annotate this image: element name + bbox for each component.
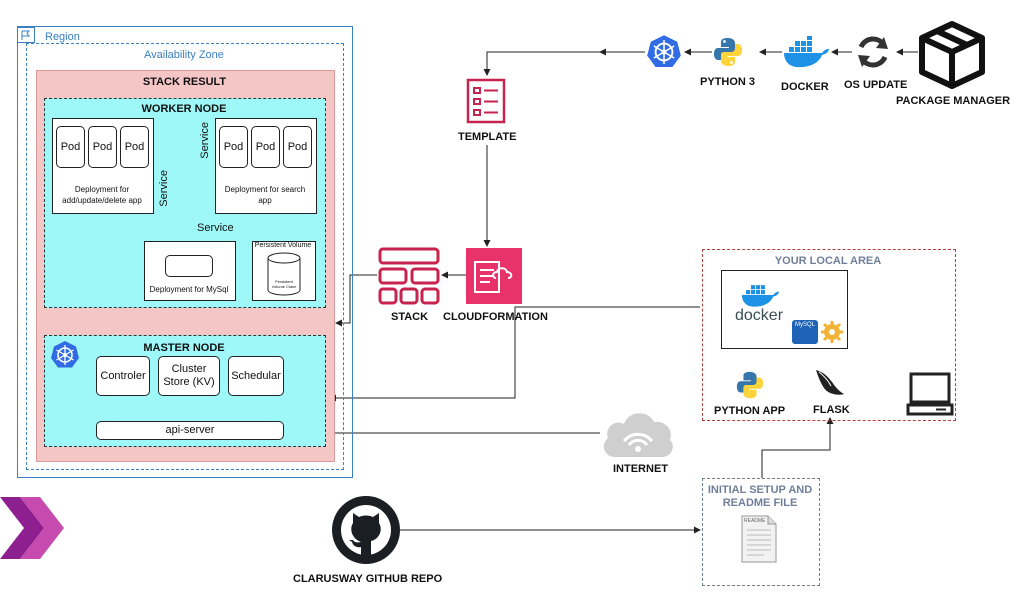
pod: Pod	[120, 126, 149, 168]
stack-icon	[378, 247, 440, 305]
os-update-label: OS UPDATE	[844, 79, 908, 91]
template-label: TEMPLATE	[458, 131, 517, 143]
mysql-text: MySQL	[794, 322, 815, 328]
initial-setup-box	[702, 478, 820, 586]
docker-wordmark: docker	[735, 307, 784, 324]
initial-setup-title-text: INITIAL SETUP AND README FILE	[707, 484, 813, 509]
service-label-bottom: Service	[197, 222, 234, 234]
region-label: Region	[45, 31, 80, 43]
availability-zone-label: Availability Zone	[144, 49, 224, 61]
kubernetes-icon	[51, 341, 79, 368]
cloudformation-icon	[466, 248, 522, 304]
github-icon	[332, 496, 400, 564]
persistent-volume-label: Persistent Volume	[254, 242, 312, 249]
api-server-box: api-server	[96, 421, 284, 440]
document-icon	[741, 515, 777, 563]
deployment-add-label: Deployment for add/update/delete app	[62, 185, 142, 205]
region-flag-icon	[17, 27, 35, 43]
brand-chevron-logo	[0, 497, 64, 559]
stack-result-title: STACK RESULT	[142, 76, 227, 88]
template-icon	[466, 78, 506, 124]
deployment-mysql-label: Deployment for MySql	[149, 285, 229, 294]
pod: Pod	[251, 126, 280, 168]
os-update-icon	[858, 36, 888, 68]
master-node-title: MASTER NODE	[143, 342, 225, 354]
internet-label: INTERNET	[613, 463, 668, 475]
worker-node-title: WORKER NODE	[141, 103, 227, 115]
initial-setup-title: INITIAL SETUP AND README FILE	[702, 484, 818, 510]
local-area-box	[702, 249, 956, 421]
local-docker-box	[721, 270, 848, 349]
readme-text: README	[744, 518, 766, 524]
cluster-store-box: Cluster Store (KV)	[158, 356, 220, 396]
docker-whale-icon	[741, 285, 779, 307]
deployment-search-label: Deployment for search app	[224, 185, 306, 205]
flask-icon	[816, 370, 844, 395]
region-boundary	[17, 26, 353, 478]
pv-claim-label: Persistent Volume Claim	[271, 279, 297, 289]
controller-box: Controler	[96, 356, 150, 396]
github-label: CLARUSWAY GITHUB REPO	[293, 573, 443, 585]
kubernetes-pipeline-icon	[647, 35, 681, 67]
flask-label: FLASK	[813, 404, 850, 416]
python-app-label: PYTHON APP	[714, 405, 786, 417]
python-app-icon	[736, 371, 764, 399]
laptop-icon	[906, 372, 954, 416]
pod: Pod	[56, 126, 85, 168]
docker-icon	[784, 36, 829, 68]
availability-zone-boundary	[26, 43, 344, 470]
internet-cloud-icon	[603, 413, 673, 457]
pod: Pod	[88, 126, 117, 168]
python-icon	[714, 38, 742, 66]
gear-icon	[821, 321, 843, 343]
mysql-pod	[165, 255, 213, 277]
service-label-left: Service	[158, 170, 170, 207]
python3-label: PYTHON 3	[700, 76, 756, 88]
cloudformation-label: CLOUDFORMATION	[443, 311, 548, 323]
disk-icon	[267, 252, 301, 296]
local-area-title: YOUR LOCAL AREA	[774, 255, 882, 267]
service-label-right: Service	[199, 122, 211, 159]
docker-label: DOCKER	[781, 81, 829, 93]
package-manager-label: PACKAGE MANAGER	[896, 95, 1011, 107]
stack-label: STACK	[391, 311, 429, 323]
scheduler-box: Schedular	[228, 356, 284, 396]
pod: Pod	[283, 126, 312, 168]
package-manager-icon	[919, 21, 985, 89]
pod: Pod	[219, 126, 248, 168]
mysql-icon: MySQL	[792, 320, 818, 344]
